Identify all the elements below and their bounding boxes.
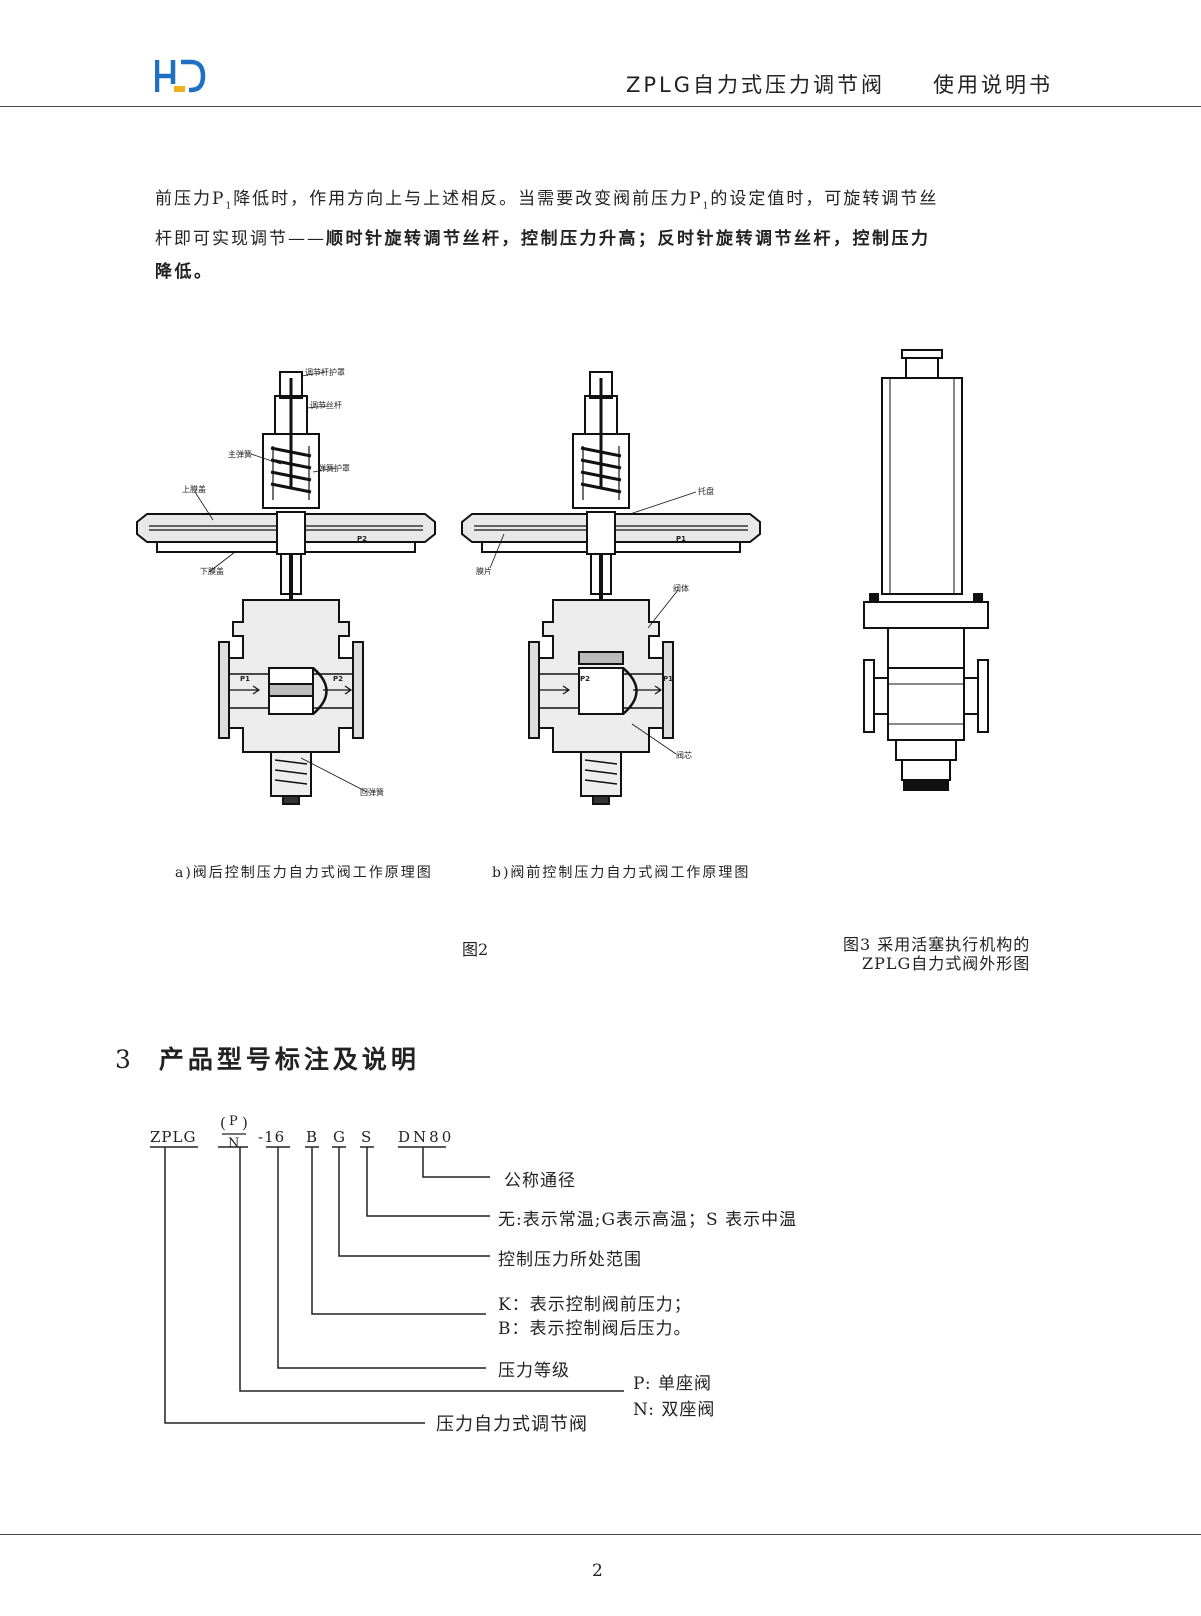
caption-figure-3-line2: ZPLG自力式阀外形图 [861, 954, 1031, 973]
label-membrane: 膜片 [476, 567, 492, 576]
desc-series: 压力自力式调节阀 [436, 1414, 588, 1435]
label-upper-cover: 上膜盖 [182, 485, 206, 494]
label-main-spring: 主弹簧 [228, 450, 252, 459]
desc-pressure-class: 压力等级 [498, 1361, 570, 1381]
section-heading: 3 产品型号标注及说明 [115, 1040, 420, 1076]
desc-temperature: 无:表示常温;G表示高温；S 表示中温 [498, 1210, 798, 1230]
valve-diagram-a [136, 371, 436, 805]
label-valve-core: 阀芯 [676, 751, 692, 760]
code-pressure-class: -16 [258, 1128, 286, 1146]
code-seat-n: N [228, 1136, 241, 1151]
code-paren-right: ) [242, 1114, 249, 1132]
piston-valve-outline [863, 349, 989, 791]
footer-divider [0, 1534, 1201, 1535]
caption-figure-2: 图2 [462, 940, 489, 959]
caption-figure-3: 图3 采用活塞执行机构的 ZPLG自力式阀外形图 [843, 935, 1030, 973]
desc-control-b: B：表示控制阀后压力。 [498, 1319, 692, 1339]
label-p2-in: P2 [580, 675, 591, 683]
paragraph-line-3: 降低。 [155, 262, 214, 283]
header-divider [0, 106, 1201, 107]
paragraph-line-1: 前压力P1降低时，作用方向上与上述相反。当需要改变阀前压力P1的设定值时，可旋转… [155, 189, 939, 212]
caption-figure-2b: b)阀前控制压力自力式阀工作原理图 [492, 865, 751, 881]
header-title: ZPLG自力式压力调节阀 使用说明书 [626, 69, 1053, 99]
document-subtitle: 使用说明书 [933, 73, 1053, 97]
desc-nominal-size: 公称通径 [504, 1171, 576, 1191]
label-lower-cover: 下膜盖 [200, 567, 224, 576]
label-p1-out: P1 [663, 675, 674, 683]
label-tray: 托盘 [698, 487, 714, 496]
page-number: 2 [592, 1561, 603, 1581]
caption-figure-3-line1: 图3 采用活塞执行机构的 [843, 935, 1031, 954]
section-title: 产品型号标注及说明 [158, 1045, 420, 1074]
code-seat-p: P [229, 1114, 239, 1129]
company-logo [155, 59, 206, 93]
desc-seat-n: N: 双座阀 [633, 1400, 716, 1420]
label-adjust-screw: 调节丝杆 [310, 401, 342, 410]
label-p1-in: P1 [240, 675, 251, 683]
section-number: 3 [115, 1045, 131, 1074]
code-control-position: B [306, 1128, 319, 1146]
desc-pressure-range: 控制压力所处范围 [498, 1250, 642, 1270]
desc-control-k: K：表示控制阀前压力； [498, 1295, 692, 1315]
desc-seat-p: P: 单座阀 [633, 1374, 712, 1394]
label-adjust-cover: 调节杆护罩 [305, 368, 345, 377]
label-p2-out: P2 [333, 675, 344, 683]
code-temperature: S [361, 1128, 373, 1146]
caption-figure-2a: a)阀后控制压力自力式阀工作原理图 [175, 865, 433, 881]
code-pressure-range: G [333, 1128, 346, 1146]
code-paren-left: ( [220, 1114, 227, 1132]
label-valve-body: 阀体 [673, 584, 689, 593]
code-nominal-size: DN80 [398, 1128, 455, 1146]
body-paragraph: 前压力P1降低时，作用方向上与上述相反。当需要改变阀前压力P1的设定值时，可旋转… [155, 183, 1035, 289]
code-series: ZPLG [150, 1128, 197, 1146]
label-return-spring: 回弹簧 [360, 788, 384, 797]
valve-diagram-b [461, 371, 761, 805]
document-title: ZPLG自力式压力调节阀 [625, 73, 885, 97]
label-p2-chamber: P2 [357, 535, 368, 543]
label-spring-cover: 弹簧护罩 [318, 464, 350, 473]
label-p1-chamber: P1 [676, 535, 687, 543]
paragraph-line-2: 杆即可实现调节——顺时针旋转调节丝杆，控制压力升高；反时针旋转调节丝杆，控制压力 [155, 229, 931, 250]
